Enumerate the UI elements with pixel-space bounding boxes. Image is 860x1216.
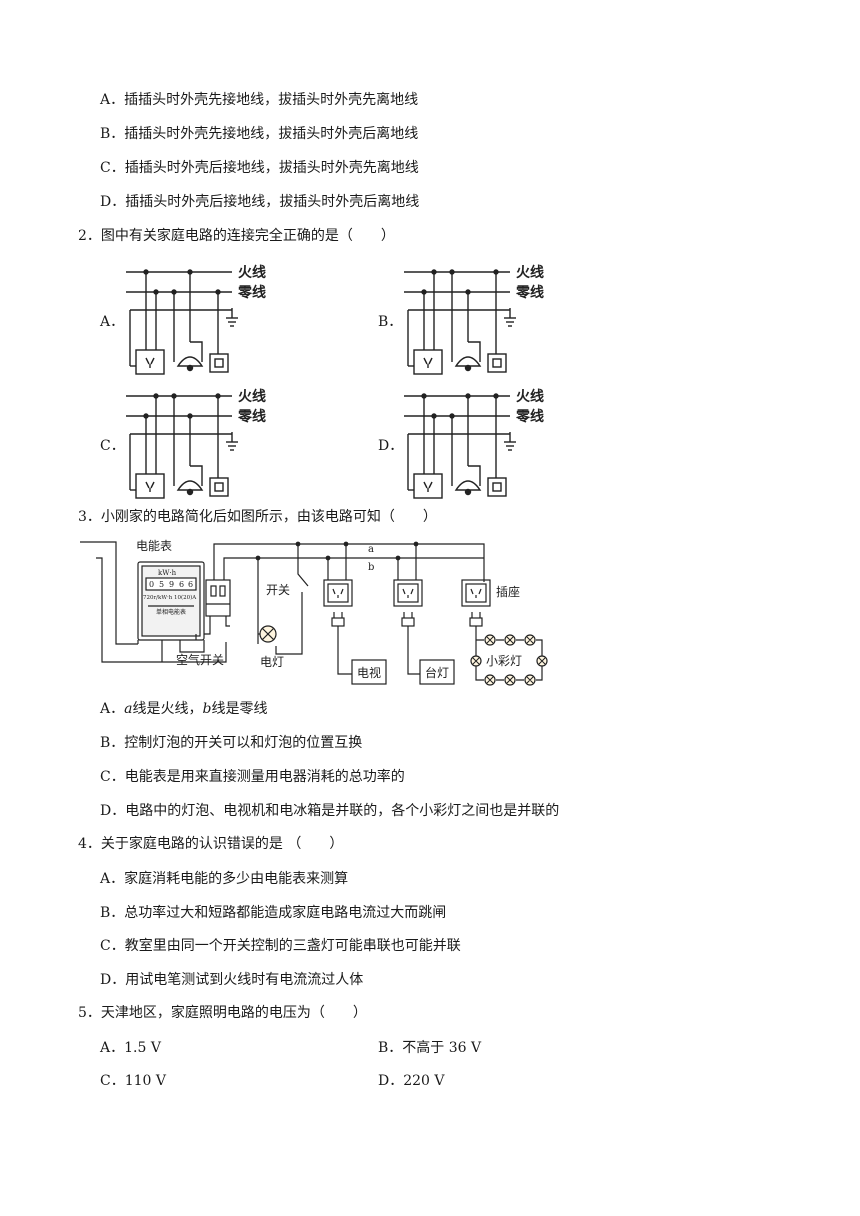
meter-digit-4: 6 bbox=[179, 580, 184, 589]
air-switch-label: 空气开关 bbox=[176, 652, 224, 667]
socket-label: 插座 bbox=[496, 584, 520, 599]
lamp-label: 电灯 bbox=[260, 655, 284, 669]
q4-option-d[interactable]: D．用试电笔测试到火线时有电流流过人体 bbox=[100, 972, 364, 988]
q2-diagram-a[interactable]: 火线 零线 bbox=[120, 262, 280, 380]
wire-a-label: a bbox=[368, 544, 374, 555]
q3-option-a[interactable]: A．a线是火线，b线是零线 bbox=[100, 699, 267, 719]
q5-option-c[interactable]: C．110 V bbox=[100, 1073, 166, 1089]
meter-digit-3: 9 bbox=[169, 580, 174, 589]
q4-stem: 4．关于家庭电路的认识错误的是 （ ） bbox=[78, 836, 344, 852]
q3-option-a-mid: 线是火线， bbox=[132, 701, 203, 717]
meter-digit-2: 5 bbox=[159, 580, 164, 589]
q2-c-live-label: 火线 bbox=[238, 388, 266, 405]
switch-label: 开关 bbox=[266, 583, 290, 597]
q2-d-neutral-label: 零线 bbox=[515, 408, 544, 425]
q2-label-b[interactable]: B． bbox=[378, 314, 403, 330]
q3-circuit-figure: 电能表 kW·h 0 5 9 6 6 720r/kW·h 10(20)A 单相电… bbox=[80, 539, 548, 686]
q4-option-b[interactable]: B．总功率过大和短路都能造成家庭电路电流过大而跳闸 bbox=[100, 905, 447, 921]
q1-option-b[interactable]: B．插插头时外壳先接地线，拔插头时外壳后离地线 bbox=[100, 126, 419, 142]
tv-label: 电视 bbox=[357, 665, 381, 680]
q3-option-a-end: 线是零线 bbox=[211, 701, 268, 717]
q1-option-c[interactable]: C．插插头时外壳后接地线，拔插头时外壳先离地线 bbox=[100, 160, 419, 176]
q2-b-neutral-label: 零线 bbox=[515, 284, 544, 301]
meter-unit: kW·h bbox=[158, 569, 177, 577]
q3-option-c[interactable]: C．电能表是用来直接测量用电器消耗的总功率的 bbox=[100, 769, 405, 785]
q3-stem: 3．小刚家的电路简化后如图所示，由该电路可知（ ） bbox=[78, 509, 437, 525]
q3-option-a-var-a: a bbox=[124, 701, 133, 717]
q4-option-a[interactable]: A．家庭消耗电能的多少由电能表来测算 bbox=[100, 871, 349, 887]
q1-option-d[interactable]: D．插插头时外壳后接地线，拔插头时外壳后离地线 bbox=[100, 194, 420, 210]
q2-label-a[interactable]: A． bbox=[100, 314, 125, 330]
q1-option-a[interactable]: A．插插头时外壳先接地线，拔插头时外壳先离地线 bbox=[100, 92, 419, 108]
q2-label-d[interactable]: D． bbox=[378, 438, 404, 454]
q5-stem: 5．天津地区，家庭照明电路的电压为（ ） bbox=[78, 1005, 367, 1021]
q3-option-a-prefix: A． bbox=[100, 701, 125, 717]
q5-option-a[interactable]: A．1.5 V bbox=[100, 1040, 161, 1056]
meter-label: 电能表 bbox=[136, 539, 172, 553]
q2-a-live-label: 火线 bbox=[238, 264, 266, 281]
meter-digit-5: 6 bbox=[188, 580, 193, 589]
meter-spec: 720r/kW·h 10(20)A bbox=[143, 594, 197, 601]
q2-label-c[interactable]: C． bbox=[100, 438, 125, 454]
q4-option-c[interactable]: C．教室里由同一个开关控制的三盏灯可能串联也可能并联 bbox=[100, 938, 461, 954]
wire-b-label: b bbox=[368, 562, 374, 573]
q2-c-neutral-label: 零线 bbox=[237, 408, 266, 425]
q3-option-b[interactable]: B．控制灯泡的开关可以和灯泡的位置互换 bbox=[100, 735, 363, 751]
q2-diagram-d[interactable]: 火线 零线 bbox=[398, 386, 558, 504]
q2-a-neutral-label: 零线 bbox=[237, 284, 266, 301]
q5-option-d[interactable]: D．220 V bbox=[378, 1073, 445, 1089]
color-lights-label: 小彩灯 bbox=[486, 654, 522, 668]
q2-b-live-label: 火线 bbox=[516, 264, 544, 281]
q2-stem: 2．图中有关家庭电路的连接完全正确的是（ ） bbox=[78, 228, 395, 244]
q5-option-b[interactable]: B．不高于 36 V bbox=[378, 1040, 482, 1056]
q2-diagram-b[interactable]: 火线 零线 bbox=[398, 262, 558, 380]
meter-name: 单相电能表 bbox=[156, 608, 186, 616]
desk-lamp-label: 台灯 bbox=[425, 665, 449, 680]
meter-digit-1: 0 bbox=[149, 580, 154, 589]
q2-diagram-c[interactable]: 火线 零线 bbox=[120, 386, 280, 504]
q2-d-live-label: 火线 bbox=[516, 388, 544, 405]
q3-option-a-var-b: b bbox=[202, 701, 212, 717]
q3-option-d[interactable]: D．电路中的灯泡、电视机和电冰箱是并联的，各个小彩灯之间也是并联的 bbox=[100, 803, 560, 819]
